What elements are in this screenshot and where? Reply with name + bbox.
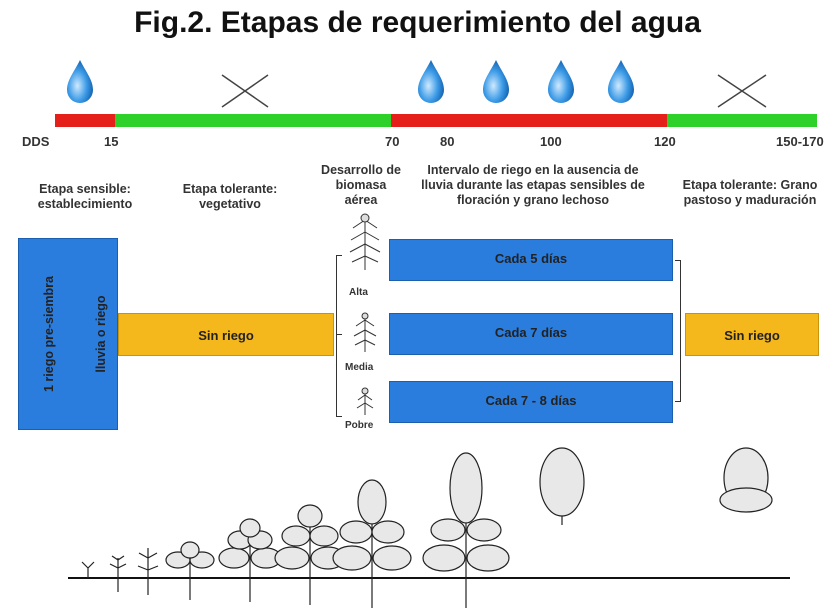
tick-label: 120 [654, 134, 676, 149]
plant-icon [353, 312, 377, 352]
biomasa-level-media: Media [345, 362, 374, 373]
axis-label: DDS [22, 134, 50, 149]
tick-label: 80 [440, 134, 455, 149]
water-drop-icon [418, 60, 444, 103]
sin-riego-box-1: Sin riego [118, 313, 334, 356]
sin-riego-label: Sin riego [198, 328, 254, 343]
water-drop-icon [483, 60, 509, 103]
timeline-green-segment [115, 114, 391, 127]
plant-icon [165, 541, 215, 600]
stage-label-tolerante-grano: Etapa tolerante: Grano pastoso y madurac… [682, 178, 818, 207]
tick-label: 70 [385, 134, 400, 149]
biomasa-level-pobre: Pobre [345, 420, 374, 431]
cada-5-label: Cada 5 días [494, 251, 568, 266]
timeline-icons [67, 60, 767, 108]
bracket-line [336, 255, 342, 256]
cross-icon [717, 74, 767, 108]
cada-7-8-box: Cada 7 - 8 días [389, 381, 673, 423]
plant-icon [218, 518, 282, 602]
plant-icon [274, 504, 346, 605]
plant-icon [349, 213, 381, 270]
timeline-red-segment [391, 114, 667, 127]
tick-label: 15 [104, 134, 119, 149]
lluvia-label: lluvia o riego [94, 295, 108, 373]
timeline-green-segment [667, 114, 817, 127]
sin-riego-label: Sin riego [724, 328, 780, 343]
plant-icon [109, 555, 127, 592]
plant-icon [719, 447, 773, 513]
timeline-red-segment [55, 114, 115, 127]
plant-icon [137, 548, 159, 595]
biomasa-plants [349, 213, 381, 415]
bracket-line [336, 255, 337, 417]
stage-label-intervalo: Intervalo de riego en la ausencia de llu… [421, 163, 645, 207]
bracket-line [675, 260, 681, 261]
water-drop-icon [67, 60, 93, 103]
bracket-line [675, 401, 681, 402]
water-drop-icon [608, 60, 634, 103]
pre-siembra-label: 1 riego pre-siembra [42, 276, 56, 393]
cada-7-8-label: Cada 7 - 8 días [485, 393, 577, 408]
plant-growth-sequence [68, 447, 790, 608]
tick-label: 100 [540, 134, 562, 149]
water-drop-icon [548, 60, 574, 103]
plant-icon [539, 447, 585, 525]
bracket-line [336, 334, 342, 335]
sin-riego-box-2: Sin riego [685, 313, 819, 356]
plant-icon [422, 452, 510, 608]
cada-5-box: Cada 5 días [389, 239, 673, 281]
tick-label: 150-170 [776, 134, 824, 149]
stage-label-sensible: Etapa sensible: establecimiento [37, 182, 133, 211]
bracket-line [680, 260, 681, 402]
plant-icon [81, 561, 95, 578]
biomasa-level-alta: Alta [349, 287, 368, 298]
cada-7-label: Cada 7 días [494, 325, 568, 340]
plant-icon [332, 479, 412, 608]
pre-siembra-box: 1 riego pre-siembra lluvia o riego [18, 238, 118, 430]
plant-icon [356, 387, 374, 415]
stage-label-biomasa: Desarrollo de biomasa aérea [321, 163, 401, 207]
bracket-line [336, 416, 342, 417]
cross-icon [221, 74, 269, 108]
stage-label-tolerante-veg: Etapa tolerante: vegetativo [182, 182, 278, 211]
cada-7-box: Cada 7 días [389, 313, 673, 355]
figure-title: Fig.2. Etapas de requerimiento del agua [134, 6, 701, 39]
